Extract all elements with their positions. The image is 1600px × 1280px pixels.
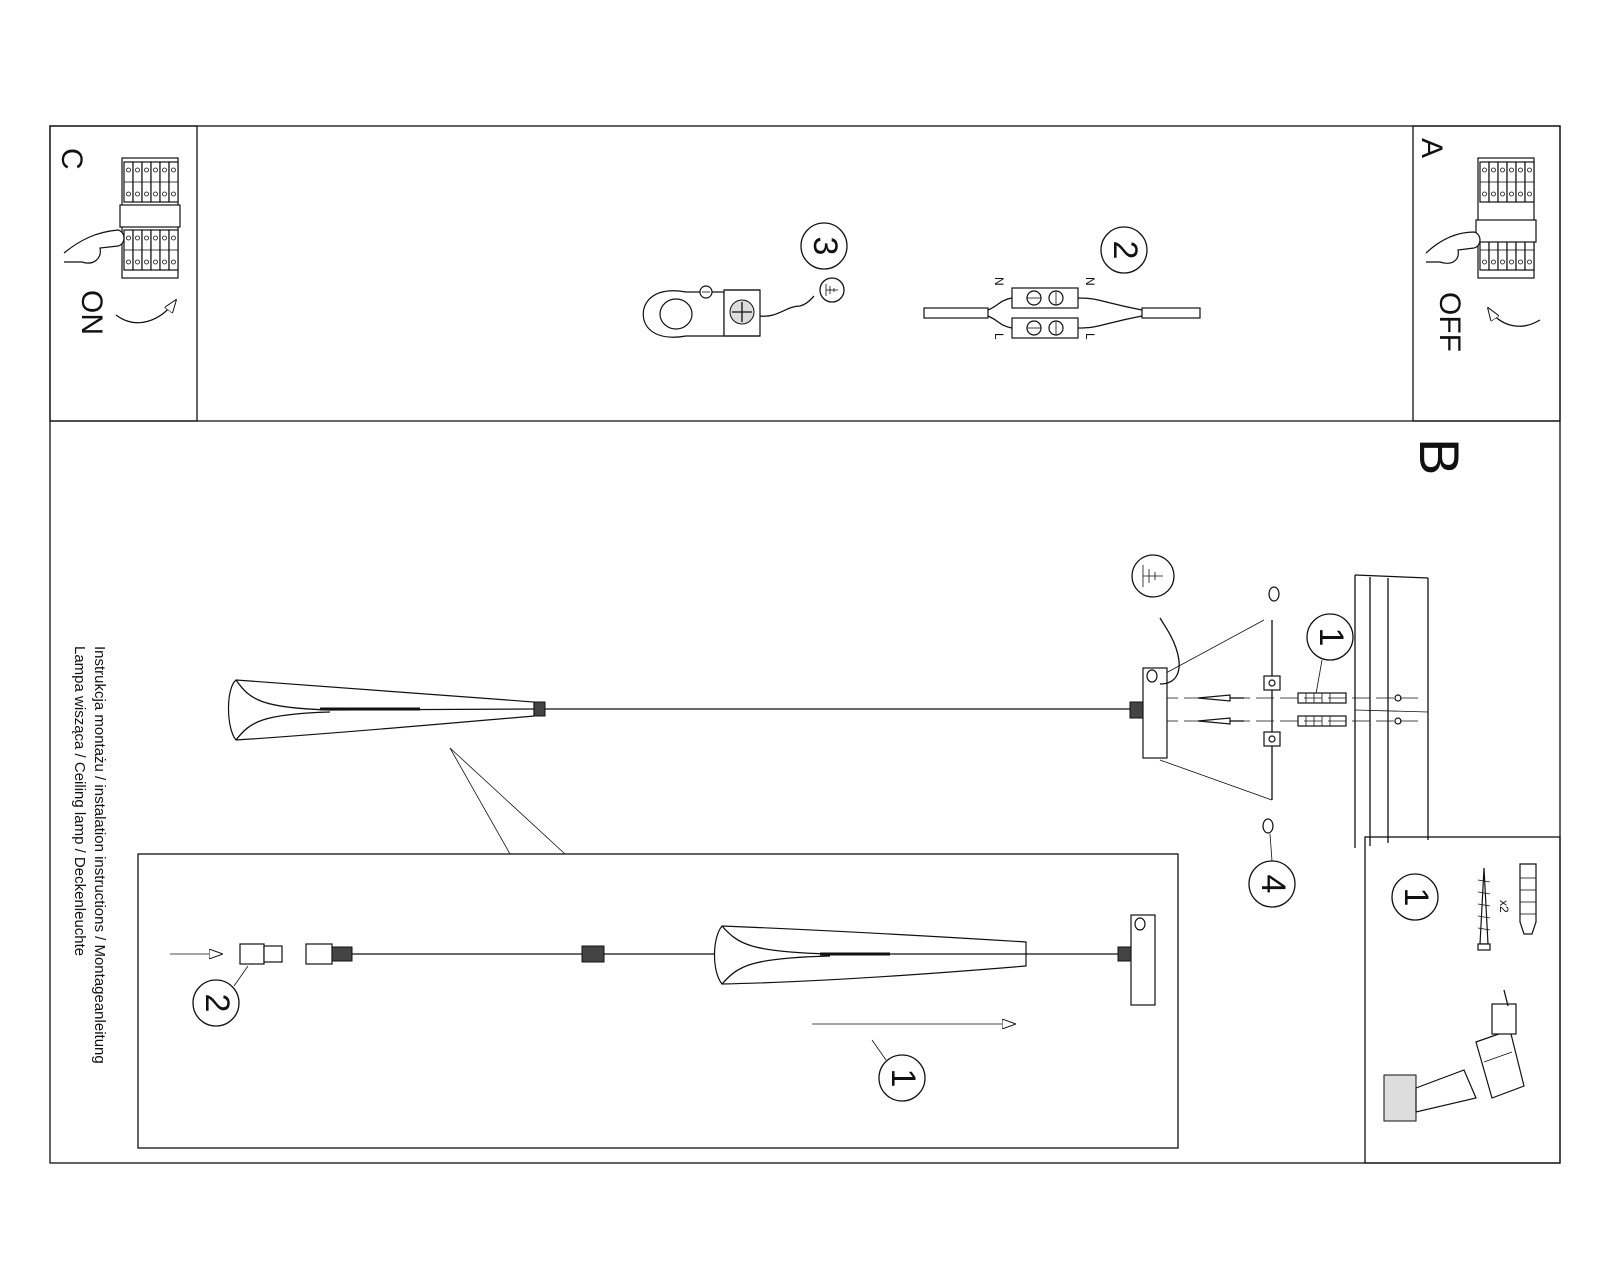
step-1-number-detail: 1 <box>884 1069 922 1088</box>
hand-icon-a <box>1425 231 1481 264</box>
panel-a-letter: A <box>1415 138 1448 158</box>
ceiling-surface <box>1354 574 1429 848</box>
mains-wires <box>923 297 1201 329</box>
step-1-circle-parts <box>1391 873 1439 921</box>
parts-quantity: x2 <box>1497 900 1511 913</box>
step-2-circle-detail <box>192 979 240 1027</box>
callout-line-left <box>449 747 511 855</box>
detail-frame <box>137 853 1179 1149</box>
fuse-box-c <box>119 157 181 279</box>
panel-a-label: OFF <box>1433 292 1466 352</box>
step-1-circle-detail <box>878 1054 926 1102</box>
hand-icon-c <box>63 229 125 264</box>
step-1-number-ceiling: 1 <box>1312 628 1350 647</box>
canopy-ground-wire <box>1159 617 1180 685</box>
detail-lamp-shade <box>713 925 1027 985</box>
panel-c-label: ON <box>75 290 108 335</box>
wire-label-n-right: N <box>1083 277 1097 286</box>
caption-line-1: Instrukcja montażu / instalation instruc… <box>91 646 108 1064</box>
mounting-bracket <box>1262 586 1281 834</box>
curved-arrow-c <box>115 300 176 324</box>
terminal-block <box>1011 287 1079 339</box>
screw-icon <box>1477 867 1491 951</box>
panel-c-letter: C <box>55 148 88 170</box>
step-2-number-detail: 2 <box>198 994 236 1013</box>
ground-symbol-icon-b <box>1131 554 1175 598</box>
detail-canopy <box>1117 914 1156 1006</box>
drill-icon <box>1383 989 1525 1122</box>
ground-bracket <box>642 285 761 338</box>
wire-label-l-right: L <box>1083 333 1097 340</box>
ceiling-canopy <box>1129 667 1168 759</box>
cable-joint <box>581 945 605 963</box>
wire-label-l-left: L <box>992 333 1006 340</box>
lamp-shade <box>227 679 535 741</box>
step-1-circle-ceiling <box>1306 613 1354 661</box>
outer-frame <box>49 125 1561 1164</box>
step-1-number-parts: 1 <box>1397 888 1435 907</box>
callout-line-right <box>449 747 566 855</box>
step-3-number: 3 <box>806 237 844 256</box>
ground-wire <box>759 295 815 317</box>
parts-panel-frame <box>1364 836 1561 1164</box>
section-b-letter: B <box>1408 438 1471 475</box>
mounting-screws <box>1197 694 1244 725</box>
step-3-circle <box>800 222 848 270</box>
bracket-guide-bottom <box>1159 759 1273 801</box>
ground-symbol-icon <box>819 277 845 303</box>
step-2-circle <box>1100 226 1148 274</box>
step-4-number: 4 <box>1254 875 1292 894</box>
fuse-box-a <box>1475 157 1537 279</box>
wire-label-n-left: N <box>992 277 1006 286</box>
cable-grip <box>533 701 546 717</box>
step-2-number: 2 <box>1106 241 1144 260</box>
caption-line-2: Lampa wisząca / Ceiling lamp / Deckenleu… <box>71 646 88 956</box>
cable-connector <box>239 943 353 965</box>
curved-arrow-a <box>1488 308 1541 327</box>
wall-plug-icon <box>1519 863 1537 935</box>
bracket-guide-top <box>1165 619 1265 674</box>
